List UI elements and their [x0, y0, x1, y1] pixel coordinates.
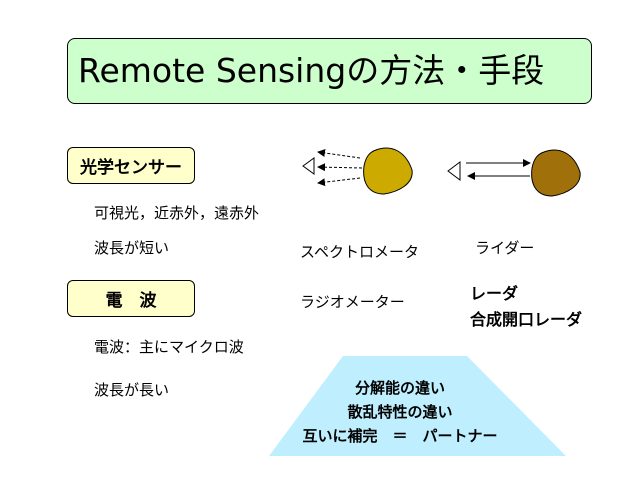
scattering-difference-text: 散乱特性の違い: [347, 403, 453, 421]
page-title: Remote Sensingの方法・手段: [78, 51, 545, 90]
resolution-difference-text: 分解能の違い: [354, 379, 445, 397]
partner-summary: 分解能の違い 散乱特性の違い 互いに補完 ＝ パートナー: [280, 376, 520, 448]
reflection-arrow-1: [317, 149, 361, 159]
optical-sensor-label: 光学センサー: [67, 147, 195, 184]
sar-text: 合成開口レーダ: [470, 310, 583, 329]
complementary-partner-text: 互いに補完 ＝ パートナー: [302, 427, 498, 445]
partner-trapezoid: [269, 356, 566, 456]
radar-text: レーダ: [470, 284, 519, 303]
radiometer-text: ラジオメーター: [300, 293, 405, 311]
active-sensor-icon: [447, 161, 461, 181]
passive-sensor-icon: [302, 157, 315, 175]
radio-wave-label: 電 波: [67, 280, 195, 317]
long-wavelength-text: 波長が長い: [94, 381, 170, 399]
spectrometer-text: スペクトロメータ: [300, 243, 419, 261]
passive-target-icon: [363, 147, 413, 195]
reflection-arrow-2: [317, 163, 363, 172]
optical-bands-text: 可視光，近赤外，遠赤外: [94, 204, 260, 222]
title-box: Remote Sensingの方法・手段: [67, 38, 592, 104]
lidar-text: ライダー: [475, 239, 535, 257]
active-target-icon: [531, 149, 581, 197]
short-wavelength-text: 波長が短い: [94, 239, 170, 257]
radio-bands-text: 電波：主にマイクロ波: [94, 338, 244, 356]
reflection-arrow-3: [317, 177, 361, 187]
